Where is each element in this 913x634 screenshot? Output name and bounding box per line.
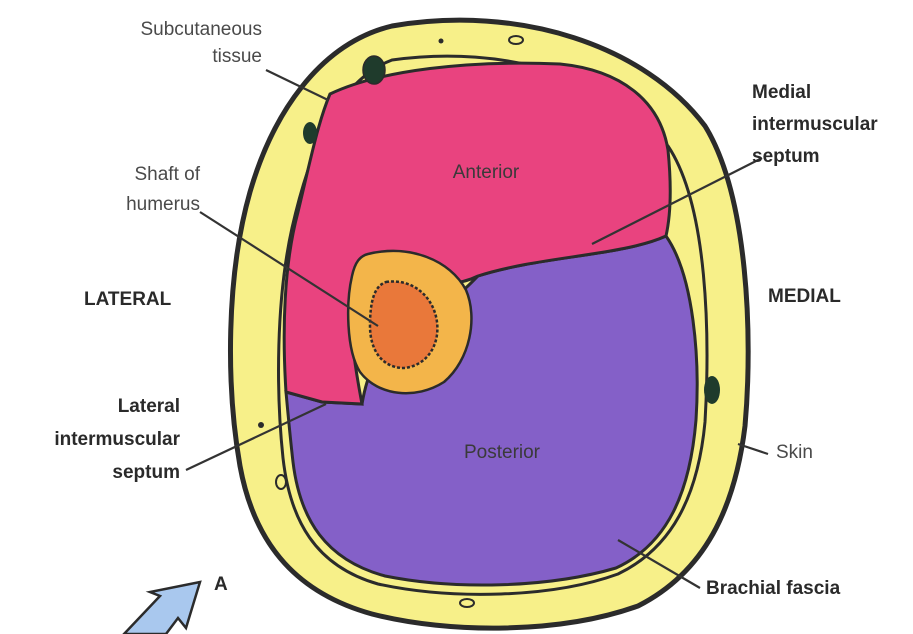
label-view-marker: A (214, 574, 228, 595)
label-medial-septum-line3: septum (752, 146, 820, 167)
label-lateral-septum-line2: intermuscular (54, 429, 180, 450)
label-medial: MEDIAL (768, 286, 841, 307)
label-posterior: Posterior (464, 442, 541, 463)
vessel-left (303, 122, 317, 144)
vessel-dot-top (439, 39, 444, 44)
label-brachial-fascia: Brachial fascia (706, 578, 841, 599)
vessel-large (363, 56, 385, 84)
label-shaft-line2: humerus (126, 194, 200, 215)
label-medial-septum-line2: intermuscular (752, 114, 878, 135)
label-anterior: Anterior (453, 162, 520, 183)
label-shaft-line1: Shaft of (135, 164, 201, 185)
label-subcutaneous-line2: tissue (212, 46, 262, 67)
label-lateral: LATERAL (84, 289, 172, 310)
label-skin: Skin (776, 442, 813, 463)
label-medial-septum-line1: Medial (752, 82, 811, 103)
vessel-dot-left (258, 422, 264, 428)
vessel-medial (704, 376, 720, 404)
view-arrow (124, 582, 200, 634)
label-lateral-septum-line1: Lateral (118, 396, 180, 417)
label-lateral-septum-line3: septum (112, 462, 180, 483)
label-subcutaneous-line1: Subcutaneous (141, 19, 263, 40)
